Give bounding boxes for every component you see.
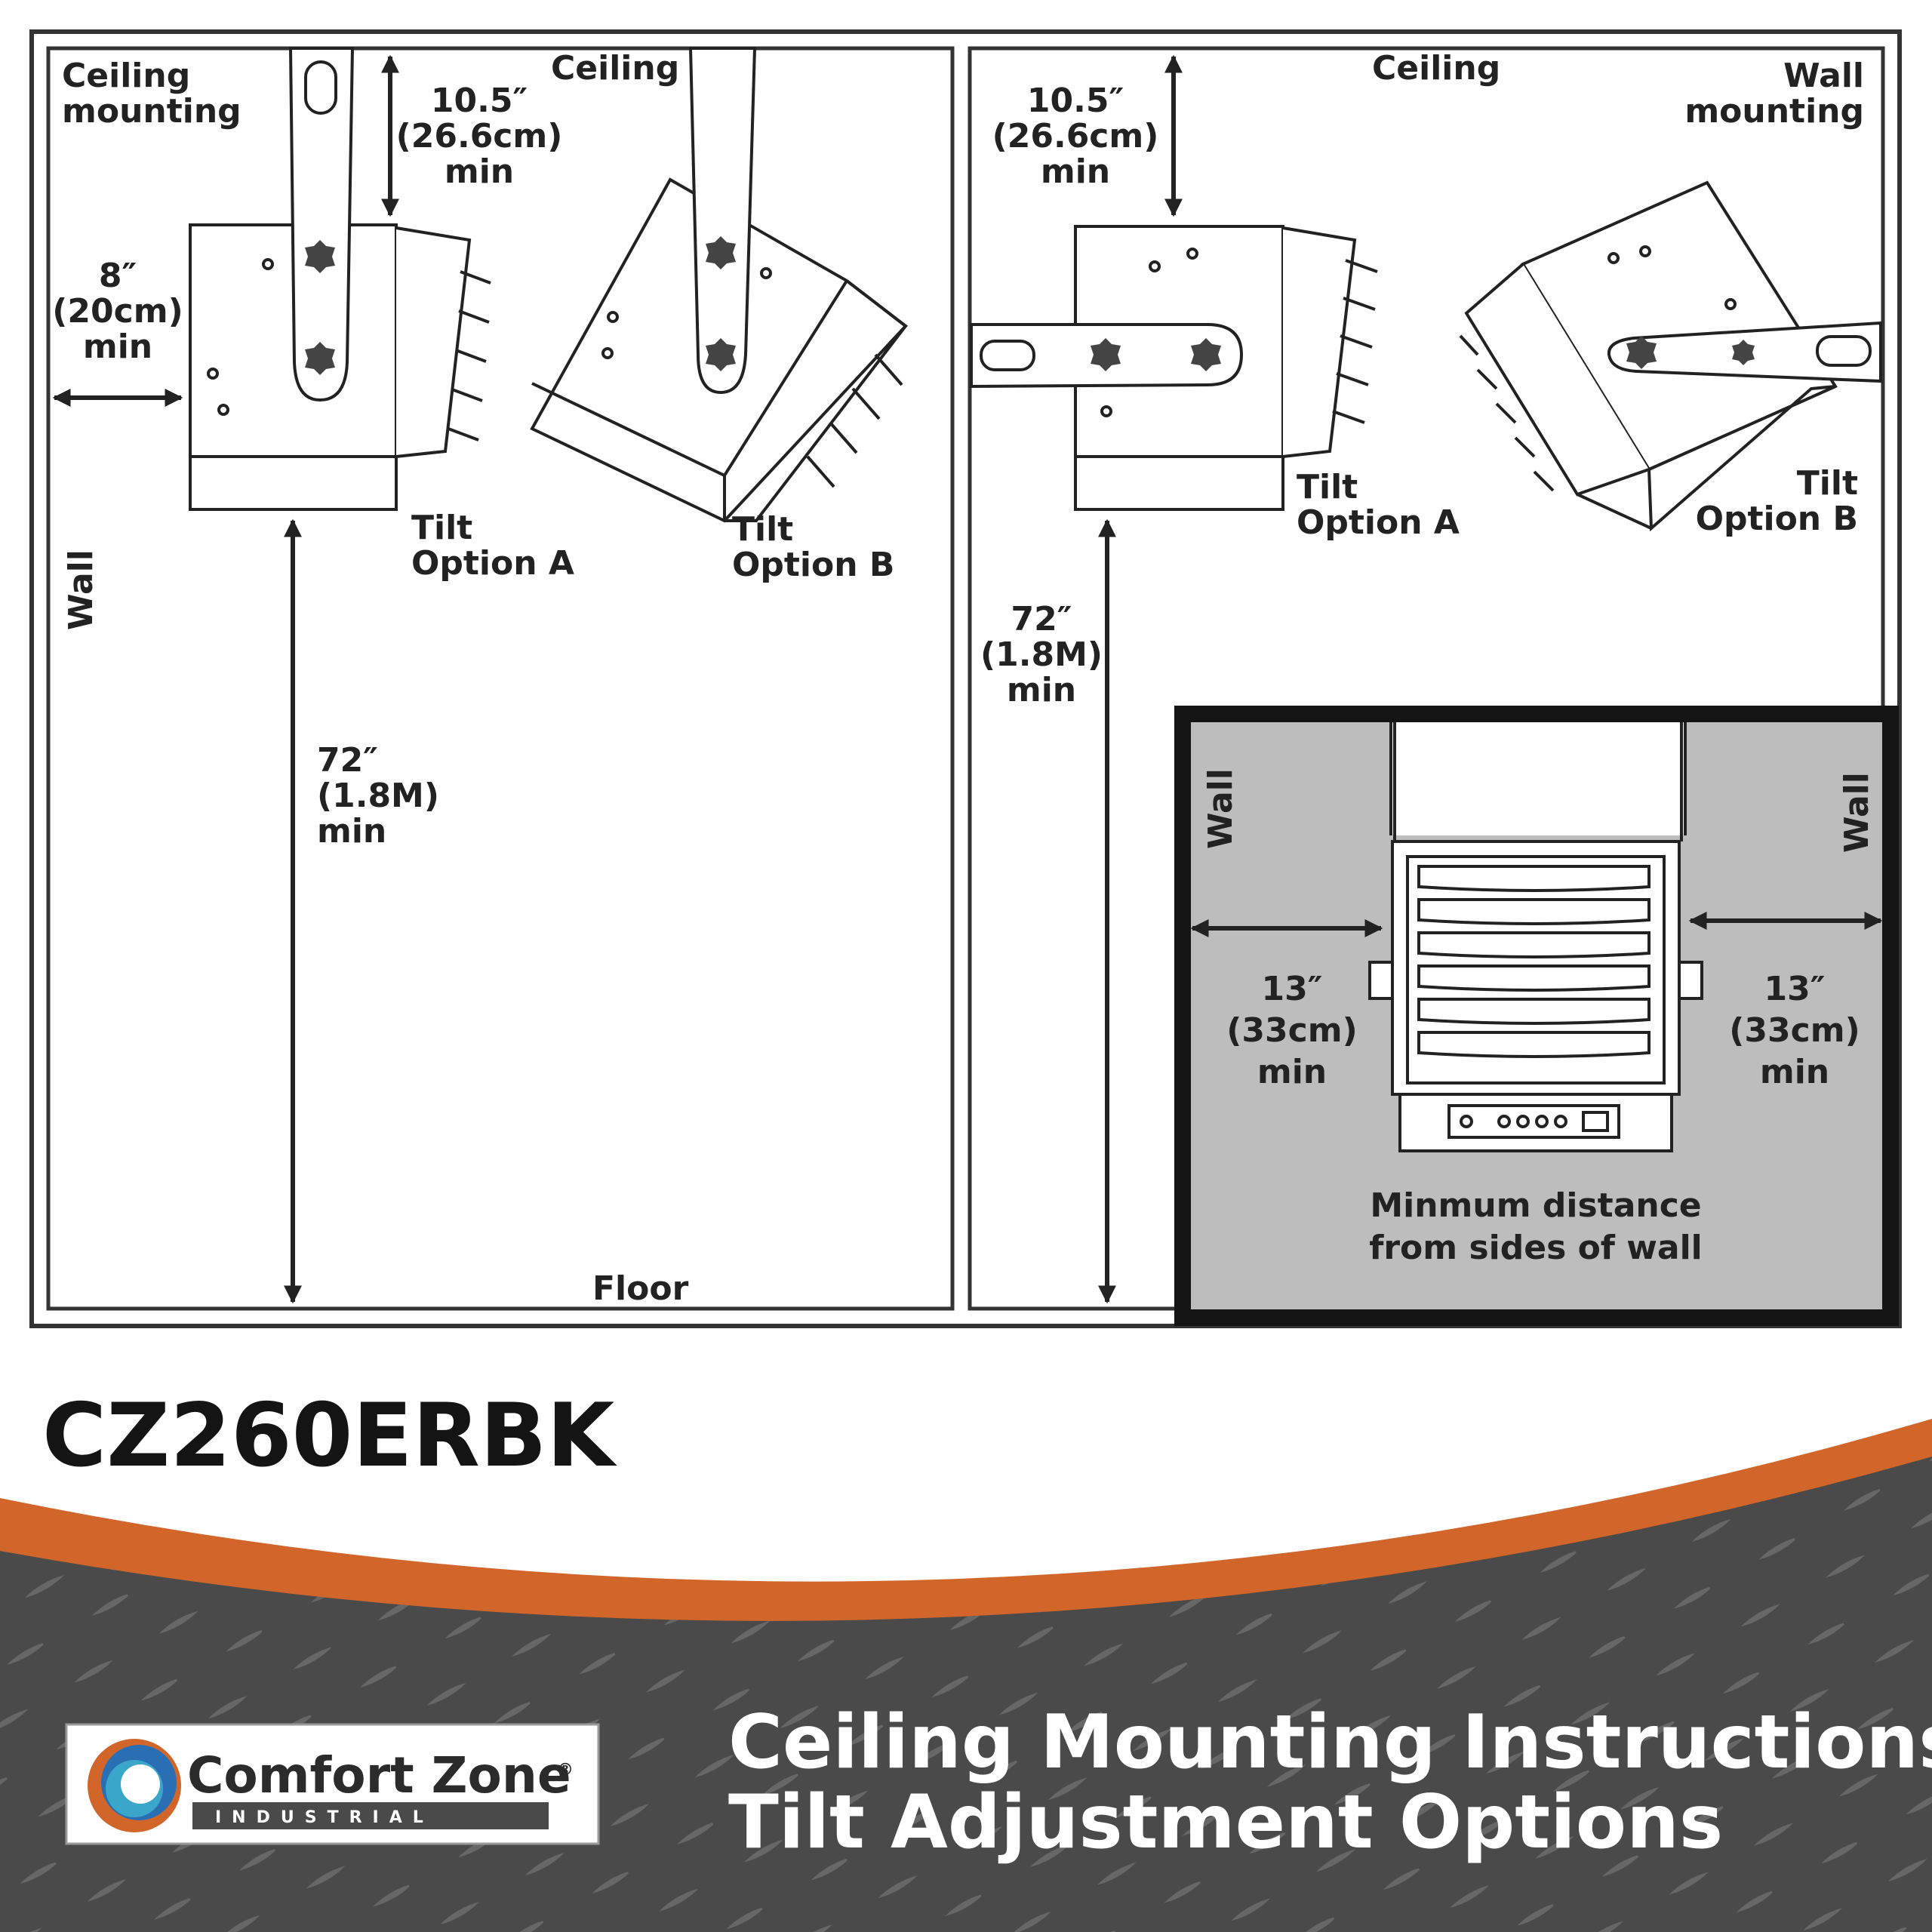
ceiling-mount-panel [46, 46, 955, 1311]
right-top-clearance-text: 10.5″(26.6cm)min [992, 82, 1159, 191]
inset-right-clearance-text: 13″(33cm)min [1729, 970, 1860, 1091]
inset-wall-right-label: Wall [1838, 772, 1876, 853]
floor-label: Floor [592, 1269, 689, 1308]
left-ceiling-label: Ceiling [551, 49, 679, 88]
left-wall-label: Wall [62, 549, 100, 630]
left-wall-clearance-text: 8″(20cm)min [52, 257, 183, 366]
brand-logo: Comfort Zone ® INDUSTRIAL [65, 1723, 600, 1845]
side-clearance-inset [1174, 706, 1899, 1326]
logo-swirl-icon [88, 1739, 181, 1832]
left-top-clearance-text: 10.5″(26.6cm)min [396, 82, 563, 191]
heater-wall-tilt-a [970, 225, 1378, 511]
banner-title-line-2: Tilt Adjustment Options [728, 1780, 1723, 1866]
inset-left-clearance-text: 13″(33cm)min [1226, 970, 1357, 1091]
left-floor-clearance-text: 72″(1.8M)min [317, 741, 439, 851]
right-ceiling-label: Ceiling [1372, 49, 1500, 88]
right-floor-clearance-text: 72″(1.8M)min [980, 600, 1103, 709]
registered-mark: ® [557, 1761, 574, 1780]
heater-ceiling-tilt-a [189, 47, 491, 511]
banner-title-line-1: Ceiling Mounting Instructions [728, 1700, 1932, 1786]
brand-subtitle: INDUSTRIAL [215, 1808, 434, 1827]
model-number: CZ260ERBK [42, 1385, 617, 1487]
inset-wall-left-label: Wall [1201, 768, 1240, 849]
brand-name: Comfort Zone [187, 1746, 571, 1804]
